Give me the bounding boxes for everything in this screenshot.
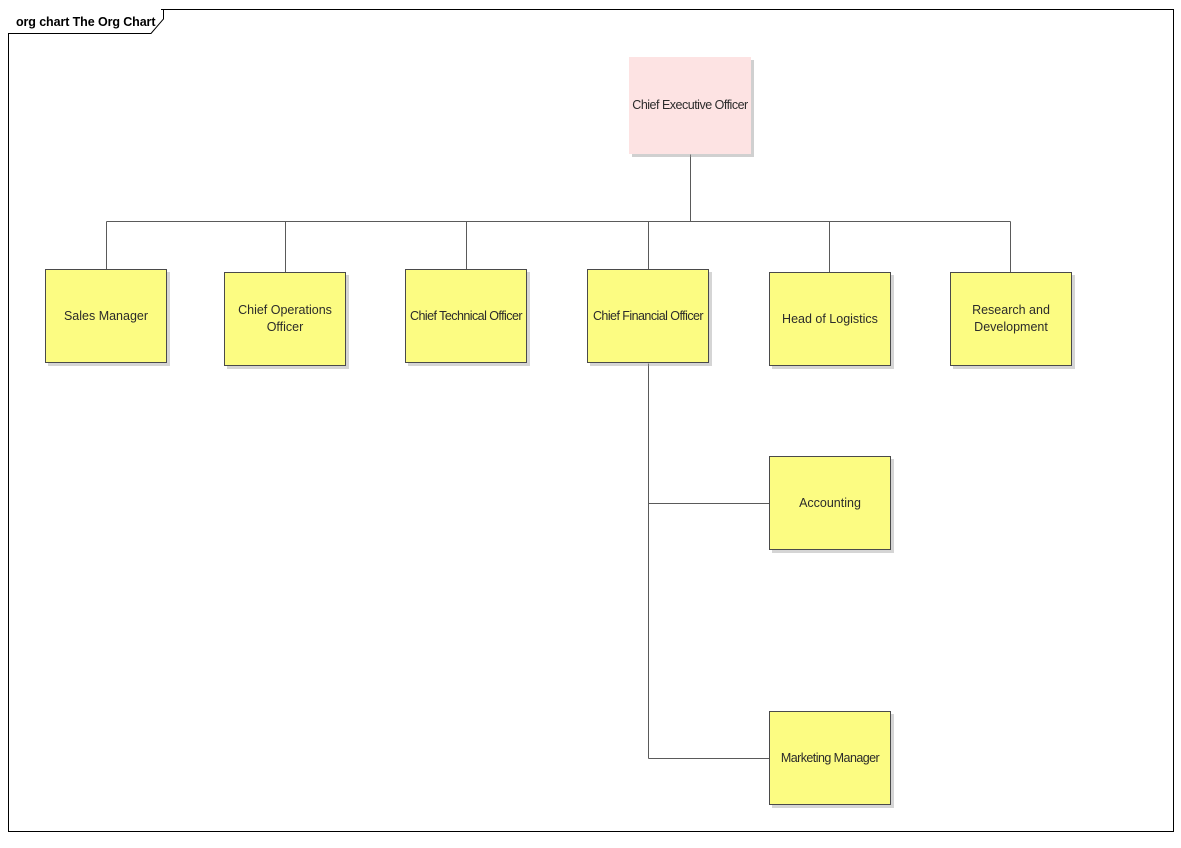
org-node-marketing-manager[interactable]: Marketing Manager (769, 711, 891, 805)
org-node-label: Chief Executive Officer (632, 98, 748, 113)
org-node-label: Accounting (799, 495, 861, 510)
org-node-label: Chief Financial Officer (592, 308, 704, 323)
org-node-chief-financial-officer[interactable]: Chief Financial Officer (587, 269, 709, 363)
org-node-ceo[interactable]: Chief Executive Officer (629, 57, 751, 154)
org-node-label: Research and Development (972, 303, 1050, 334)
diagram-frame (8, 9, 1174, 832)
frame-title-label: org chart The Org Chart (16, 14, 156, 29)
org-node-chief-technical-officer[interactable]: Chief Technical Officer (405, 269, 527, 363)
org-node-label: Marketing Manager (780, 750, 880, 765)
org-node-label: Chief Technical Officer (410, 308, 523, 323)
org-node-sales-manager[interactable]: Sales Manager (45, 269, 167, 363)
org-node-research-and-development[interactable]: Research and Development (950, 272, 1072, 366)
org-node-head-of-logistics[interactable]: Head of Logistics (769, 272, 891, 366)
org-node-label: Sales Manager (63, 308, 149, 323)
frame-title-tab-body: org chart The Org Chart (8, 9, 162, 34)
org-node-label: Chief Operations Officer (238, 303, 332, 334)
org-node-label: Head of Logistics (782, 311, 878, 326)
org-node-chief-operations-officer[interactable]: Chief Operations Officer (224, 272, 346, 366)
frame-title-tab[interactable]: org chart The Org Chart (8, 9, 162, 34)
org-node-accounting[interactable]: Accounting (769, 456, 891, 550)
